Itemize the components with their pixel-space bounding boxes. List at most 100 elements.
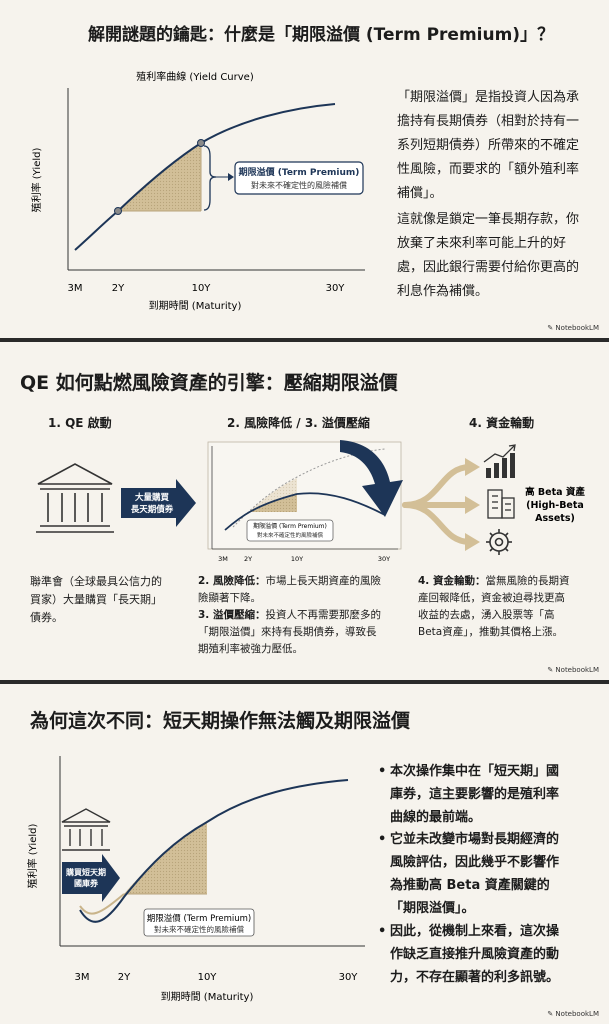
- growth-chart-icon: [483, 444, 516, 478]
- panel-qe-mechanism: QE 如何點燃風險資產的引擎：壓縮期限溢價 1. QE 啟動 2. 風險降低 /…: [0, 342, 609, 680]
- flow-arrowhead-bottom: [465, 533, 480, 551]
- callout-title: 期限溢價 (Term Premium): [239, 166, 360, 178]
- step1-description: 聯準會（全球最具公信力的 買家）大量購買「長天期」 債券。: [30, 573, 162, 627]
- mini-tick-10y: 10Y: [291, 555, 303, 563]
- bullet-item: • 本次操作集中在「短天期」國 庫券，這主要影響的是殖利率 曲線的最前端。: [378, 760, 560, 829]
- step4-desc-line: 當無風險的長期資: [485, 575, 570, 587]
- step1-heading: 1. QE 啟動: [48, 416, 112, 430]
- central-bank-icon: [36, 463, 114, 533]
- step3-desc: 3. 溢價壓縮：投資人不再需要那麼多的: [198, 607, 381, 624]
- point-2y: [114, 207, 122, 215]
- step4-desc-bold: 4. 資金輪動：: [418, 575, 486, 587]
- chart1-y-label: 殖利率 (Yield): [30, 148, 43, 213]
- mini-tick-2y: 2Y: [244, 555, 252, 563]
- arrow-label-line1: 購買短天期: [65, 867, 106, 877]
- flow-arrowhead-top: [465, 458, 480, 476]
- definition-line: 擔持有長期債券（相對於持有一: [397, 114, 580, 129]
- short-term-purchase-arrow: [62, 854, 120, 902]
- step3-desc-line: 「期限溢價」來持有長期債券，導致長: [198, 626, 377, 638]
- step2-heading: 2. 風險降低 / 3. 溢價壓縮: [227, 416, 370, 430]
- tick-10y: 10Y: [198, 972, 218, 983]
- mini-callout: [246, 519, 334, 542]
- footer-text: NotebookLM: [555, 324, 599, 332]
- bullet-dot: •: [378, 832, 387, 847]
- bullet-line: 為推動高 Beta 資產關鍵的: [390, 878, 550, 893]
- qe-purchase-arrow: [121, 479, 196, 527]
- bullet-item: • 因此，從機制上來看，這次操 作缺乏直接推升風險資產的動 力，不存在顯著的利多…: [378, 920, 560, 989]
- step3-desc-bold: 3. 溢價壓縮：: [198, 609, 266, 621]
- definition-line: 性風險，而要求的「額外殖利率: [397, 162, 580, 177]
- footer-text: NotebookLM: [555, 1010, 599, 1018]
- term-premium-brace: [203, 145, 217, 211]
- chart1-x-label: 到期時間 (Maturity): [149, 300, 242, 312]
- beta-line3: Assets): [535, 513, 575, 524]
- tick-2y: 2Y: [112, 283, 125, 294]
- bullet-line: 曲線的最前端。: [390, 810, 482, 825]
- chart3-x-label: 到期時間 (Maturity): [161, 991, 254, 1003]
- bullet-line: 它並未改變市場對長期經濟的: [390, 832, 560, 847]
- tick-10y: 10Y: [192, 283, 212, 294]
- mini-tick-3m: 3M: [218, 555, 228, 563]
- tick-30y: 30Y: [339, 972, 359, 983]
- compression-arrow: [340, 440, 403, 517]
- arrow-label-line2: 國庫券: [74, 878, 99, 888]
- callout-arrowhead: [228, 173, 234, 181]
- panel3-title: 為何這次不同：短天期操作無法觸及期限溢價: [30, 710, 411, 732]
- bullet-line: 風險評估，因此幾乎不影響作: [390, 855, 560, 870]
- capital-flow-arrows: [402, 464, 473, 545]
- step1-desc-line: 買家）大量購買「長天期」: [30, 593, 162, 606]
- callout-subtitle: 對未來不確定性的風險補償: [154, 924, 244, 934]
- chart3-y-label: 殖利率 (Yield): [26, 824, 39, 889]
- beta-line2: (High-Beta: [526, 500, 584, 511]
- step4-desc: 4. 資金輪動：當無風險的長期資: [418, 573, 569, 590]
- step2-desc-line: 市場上長天期資產的風險: [265, 575, 381, 587]
- gear-icon: [486, 529, 512, 555]
- notebooklm-watermark: ✎ NotebookLM: [547, 666, 599, 674]
- yield-curve-diagram-3: 殖利率 (Yield) 購買短天期 國庫券 期限溢價 (Term Premium…: [26, 756, 365, 1003]
- central-bank-icon: [61, 808, 111, 851]
- analogy-line: 這就像是鎖定一筆長期存款，你: [397, 212, 580, 227]
- tick-30y: 30Y: [326, 283, 346, 294]
- definition-line: 「期限溢價」是指投資人因為承: [397, 90, 580, 105]
- notebooklm-watermark: ✎ NotebookLM: [547, 1010, 599, 1018]
- callout-title: 期限溢價 (Term Premium): [147, 913, 251, 924]
- step4-desc-line: 收益的去處，湧入股票等「高: [418, 609, 555, 621]
- bullet-line: 作缺乏直接推升風險資產的動: [390, 947, 560, 962]
- bullet-dot: •: [378, 764, 387, 779]
- analogy-line: 利息作為補償。: [397, 284, 489, 299]
- term-premium-callout: [234, 161, 364, 195]
- notebooklm-watermark: ✎ NotebookLM: [547, 324, 599, 332]
- arrow-label-line1: 大量購買: [135, 492, 170, 503]
- pre-qe-curve-dotted: [232, 448, 386, 528]
- tick-3m: 3M: [75, 972, 90, 983]
- term-premium-area: [124, 822, 207, 894]
- panel1-title: 解開謎題的鑰匙：什麼是「期限溢價 (Term Premium)」？: [88, 25, 555, 45]
- step3-desc-line: 期殖利率被強力壓低。: [198, 643, 303, 655]
- bullet-line: 力，不存在顯著的利多訊號。: [390, 970, 560, 985]
- step2-3-description: 2. 風險降低：市場上長天期資產的風險 險顯著下降。 3. 溢價壓縮：投資人不再…: [198, 573, 381, 658]
- footer-text: NotebookLM: [555, 666, 599, 674]
- mini-tick-30y: 30Y: [378, 555, 390, 563]
- building-icon: [487, 489, 515, 519]
- step4-desc-line: Beta資產」，推動其價格上漲。: [418, 626, 563, 638]
- definition-line: 系列短期債券）所帶來的不確定: [397, 138, 580, 153]
- step2-desc-bold: 2. 風險降低：: [198, 575, 266, 587]
- definition-line: 補償」。: [397, 186, 443, 201]
- bullet-dot: •: [378, 924, 387, 939]
- yield-curve-diagram-1: 殖利率曲線 (Yield Curve) 殖利率 (Yield) 期限溢價 (Te…: [30, 70, 365, 312]
- point-10y: [197, 139, 205, 147]
- arrow-label-line2: 長天期債券: [131, 504, 174, 515]
- compressed-yield-curve: [224, 492, 386, 531]
- short-end-shifted-curve: [79, 893, 125, 915]
- bullet-line: 本次操作集中在「短天期」國: [390, 764, 560, 779]
- qe-flow-diagram: 大量購買 長天期債券 期限溢價 (Term Premium) 對未來不確定性的風…: [36, 440, 585, 563]
- step2-desc: 2. 風險降低：市場上長天期資產的風險: [198, 573, 381, 590]
- panel-why-different: 為何這次不同：短天期操作無法觸及期限溢價 殖利率 (Yield) 購買短天期 國…: [0, 684, 609, 1024]
- step1-desc-line: 債券。: [30, 611, 63, 624]
- tick-2y: 2Y: [118, 972, 131, 983]
- step1-desc-line: 聯準會（全球最具公信力的: [30, 575, 162, 588]
- analogy-text: 這就像是鎖定一筆長期存款，你 放棄了未來利率可能上升的好 處，因此銀行需要付給你…: [397, 208, 579, 304]
- panel-term-premium-definition: 解開謎題的鑰匙：什麼是「期限溢價 (Term Premium)」？ 殖利率曲線 …: [0, 0, 609, 338]
- bullet-line: 「期限溢價」。: [390, 901, 475, 916]
- flow-arrowhead-mid: [465, 496, 480, 514]
